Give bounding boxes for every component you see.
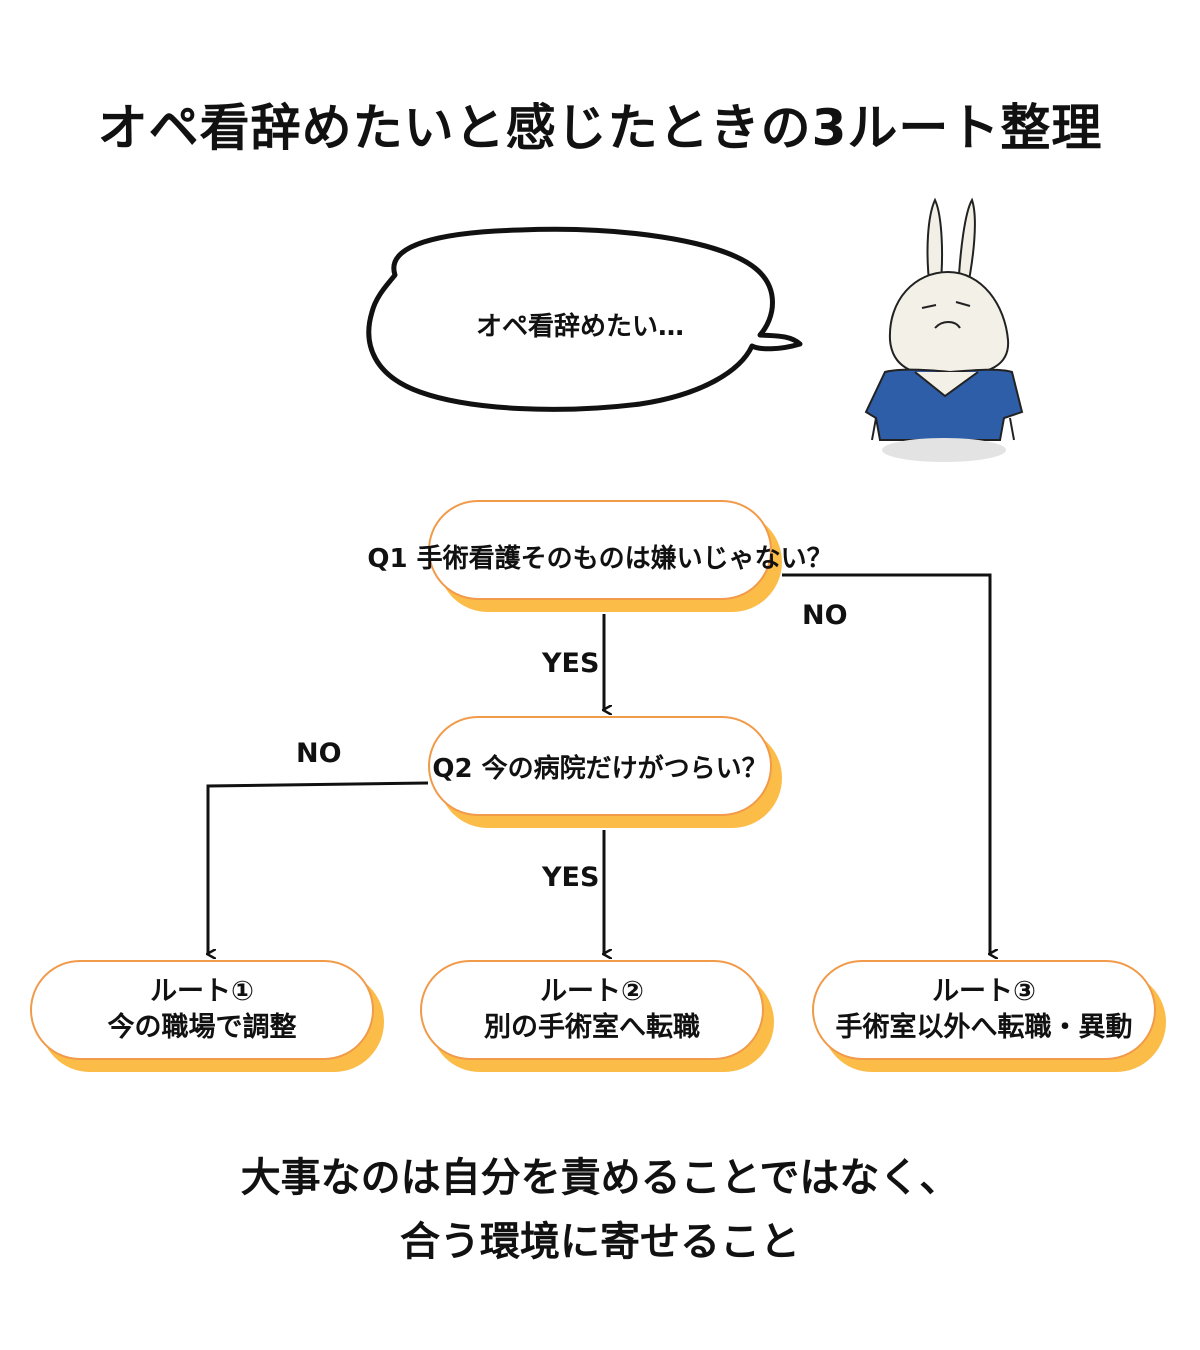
route-2-node: ルート② 別の手術室へ転職	[420, 960, 764, 1060]
route-3-desc: 手術室以外へ転職・異動	[835, 1012, 1133, 1043]
speech-bubble-text: オペ看辞めたい…	[475, 312, 684, 342]
q2-yes-label: YES	[542, 862, 600, 893]
q2-no-label: NO	[296, 738, 342, 769]
question-1-node	[428, 500, 772, 600]
conclusion-line-2: 合う環境に寄せること	[400, 1219, 800, 1265]
question-1-text: Q1 手術看護そのものは嫌いじゃない？	[367, 544, 833, 574]
illustration-layer	[366, 197, 1024, 462]
conclusion-line-1: 大事なのは自分を責めることではなく、	[240, 1155, 960, 1201]
page-title: オペ看辞めたいと感じたときの3ルート整理	[97, 99, 1103, 157]
route-3-label: ルート③	[932, 975, 1036, 1007]
conclusion-text: 大事なのは自分を責めることではなく、 合う環境に寄せること	[0, 1146, 1200, 1274]
question-2-text: Q2 今の病院だけがつらい？	[432, 754, 768, 784]
route-1-label: ルート①	[150, 975, 254, 1007]
route-2-label: ルート②	[540, 975, 644, 1007]
rabbit-nurse-character-icon	[864, 197, 1024, 462]
route-1-desc: 今の職場で調整	[107, 1012, 297, 1043]
speech-bubble-icon	[366, 226, 803, 412]
question-2-node	[428, 716, 772, 816]
q1-no-label: NO	[802, 600, 848, 631]
arrow-q2-no	[208, 781, 429, 954]
q1-yes-label: YES	[542, 648, 600, 679]
route-2-desc: 別の手術室へ転職	[484, 1012, 700, 1043]
route-1-node: ルート① 今の職場で調整	[30, 960, 374, 1060]
route-3-node: ルート③ 手術室以外へ転職・異動	[812, 960, 1156, 1060]
